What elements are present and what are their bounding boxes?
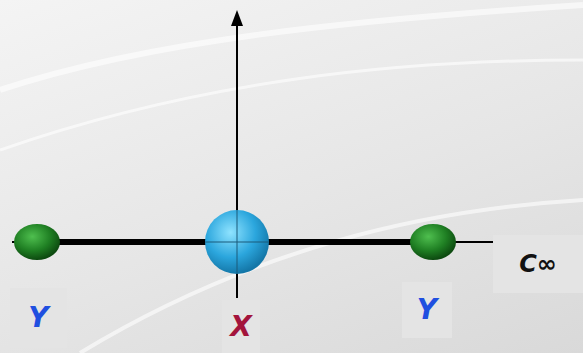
atom-label: X — [230, 313, 252, 341]
atom-label-box: Y — [402, 282, 452, 338]
atom-label: Y — [28, 304, 48, 332]
background-swirls — [0, 5, 583, 353]
atom-label-box: Y — [10, 288, 67, 348]
y-atom — [410, 224, 456, 260]
atom-label: C∞ — [519, 252, 557, 276]
atom-label-box: X — [222, 300, 260, 353]
axis-label-box: C∞ — [493, 235, 583, 293]
x-atom — [205, 210, 269, 274]
atom-label: Y — [417, 296, 437, 324]
c-infinity-axis — [12, 236, 557, 248]
y-atom — [14, 224, 60, 260]
